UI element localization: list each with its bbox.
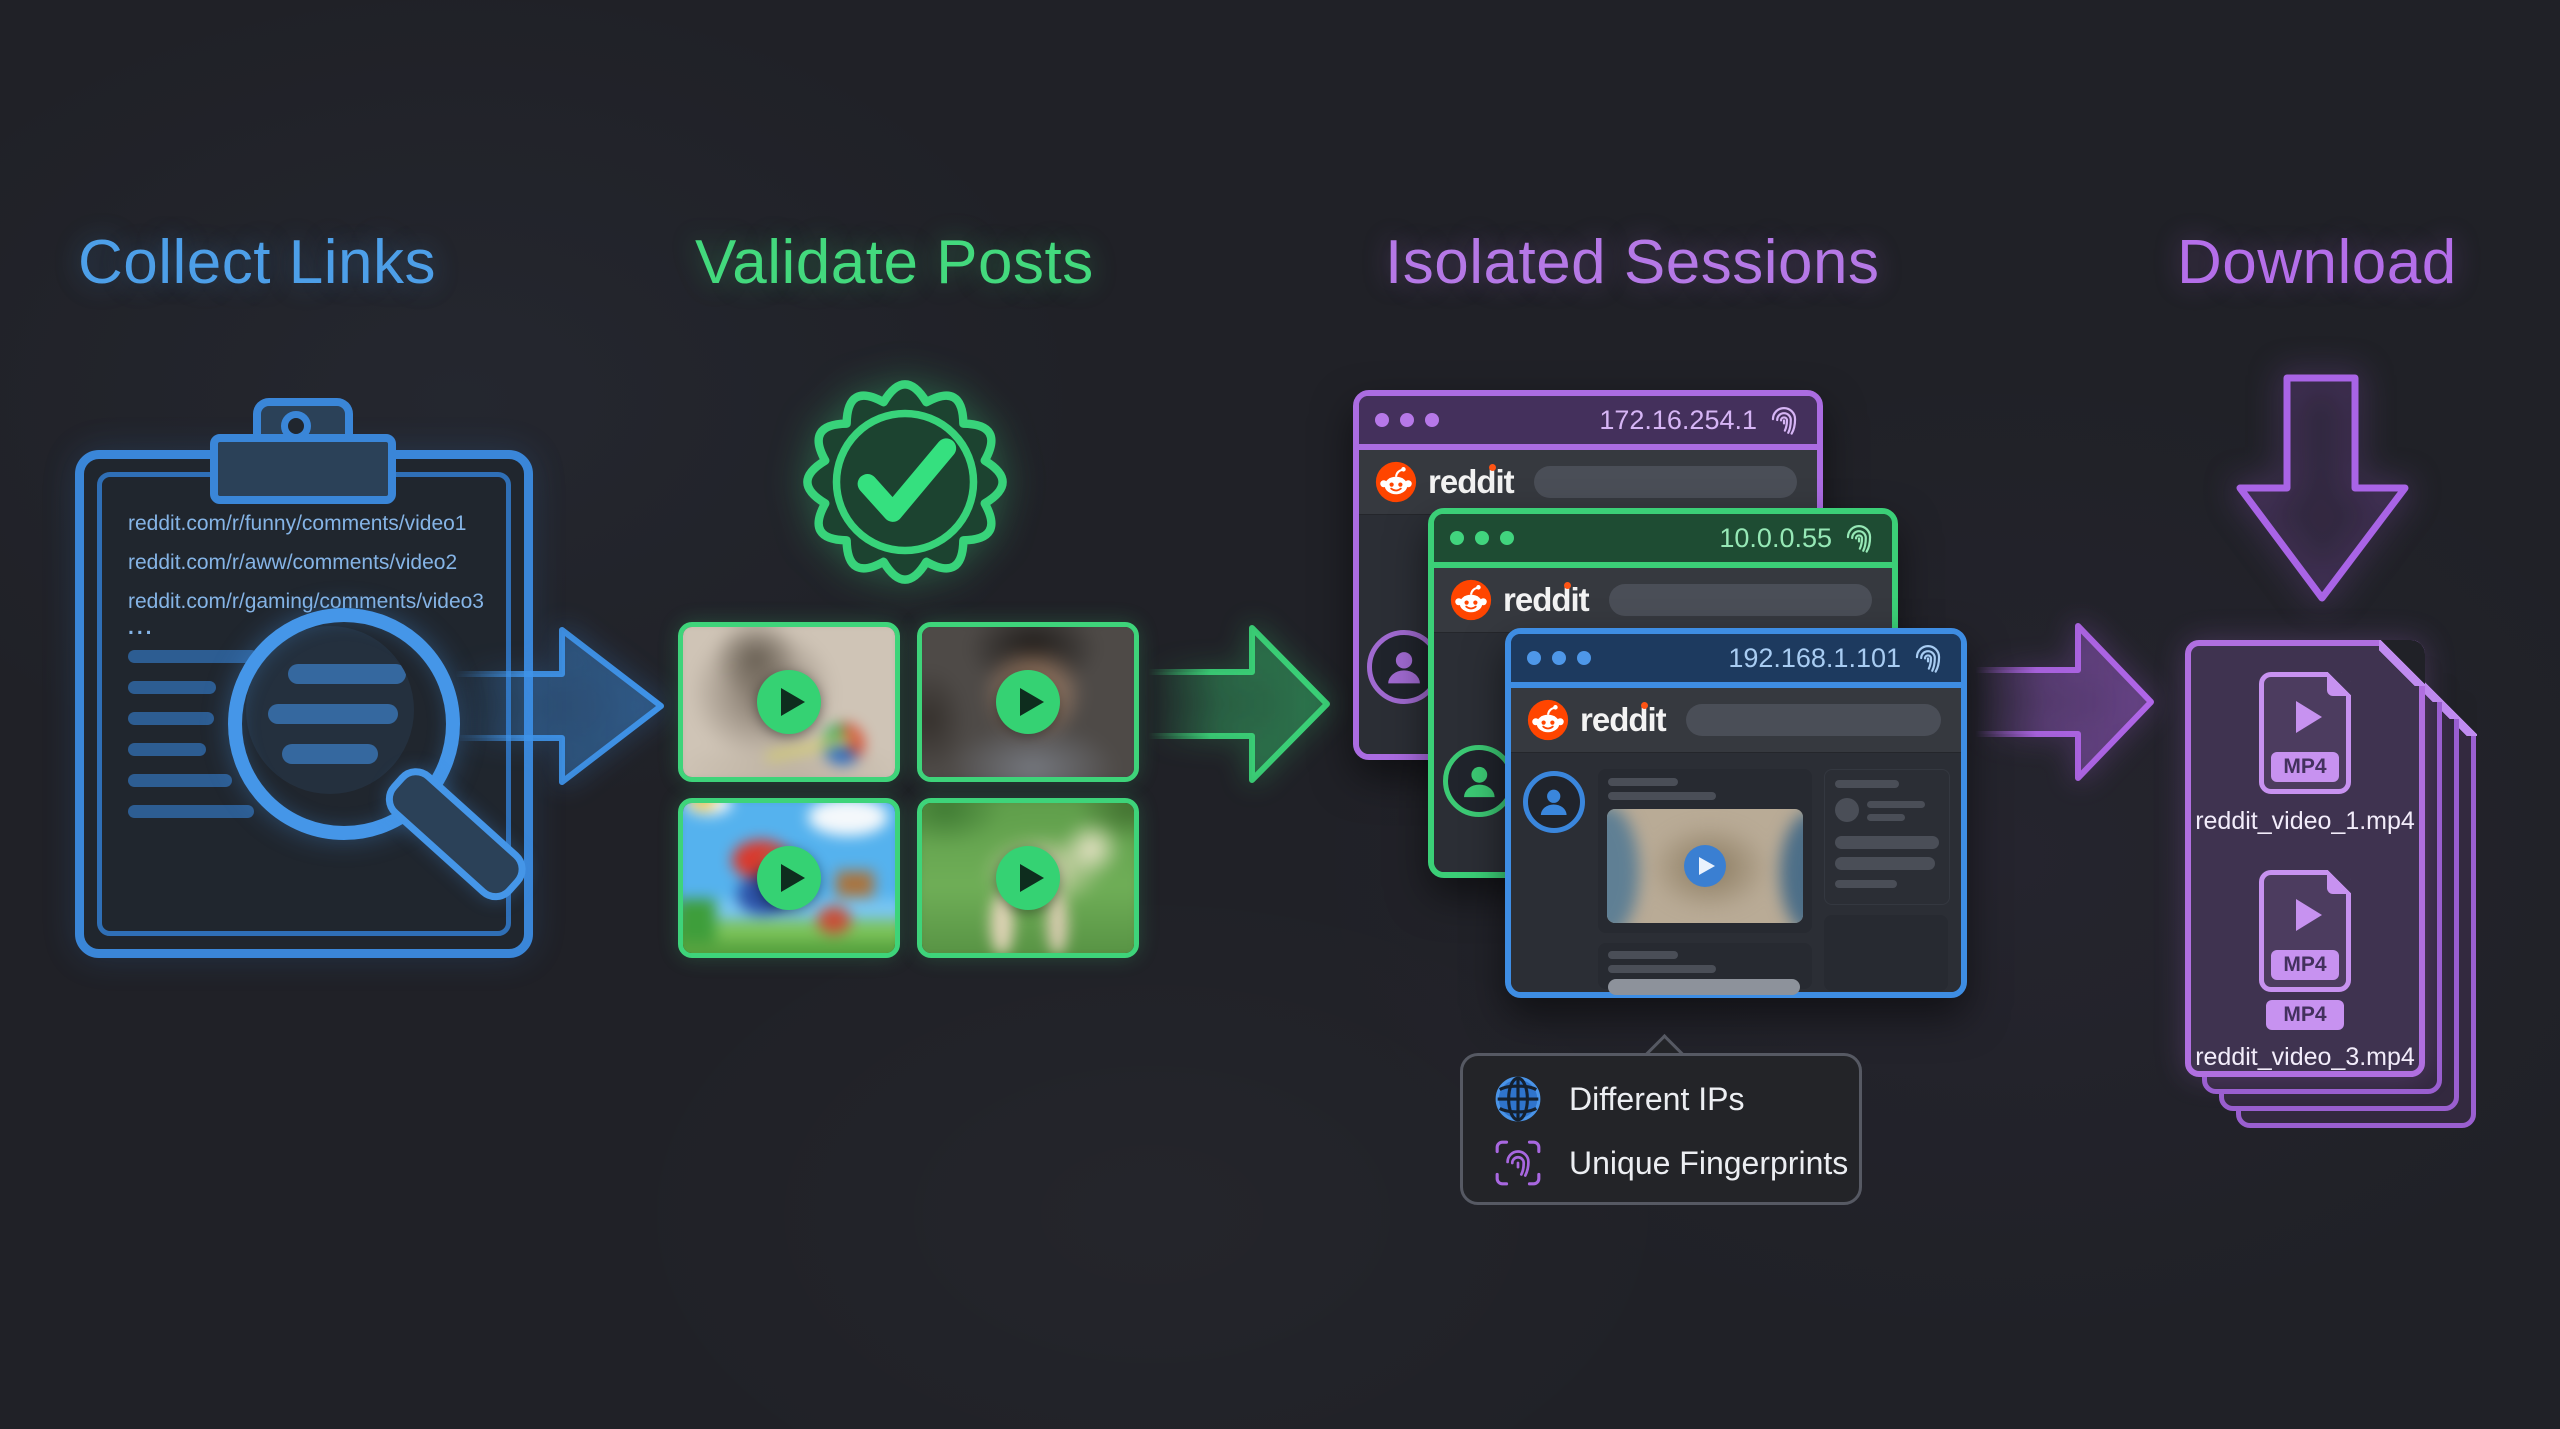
downloaded-files-card: MP4 reddit_video_1.mp4 MP4 MP4 reddit_vi… <box>2185 640 2425 1077</box>
mp4-file-icon: MP4 <box>2259 672 2351 794</box>
file-name: reddit_video_1.mp4 <box>2195 807 2415 835</box>
sidebar-card <box>1824 915 1948 991</box>
mp4-file-icon: MP4 <box>2259 870 2351 992</box>
avatar <box>1835 798 1859 822</box>
ip-address: 172.16.254.1 <box>1599 404 1757 435</box>
checkmark-badge-icon <box>803 380 1007 584</box>
reddit-header: reddit <box>1434 568 1892 633</box>
reddit-wordmark: reddit <box>1428 463 1515 500</box>
globe-icon <box>1495 1076 1541 1122</box>
play-icon <box>2296 701 2322 733</box>
video-thumbnail-mario-game <box>678 798 900 958</box>
reddit-logo <box>1450 579 1492 621</box>
arrow-sessions-to-download <box>1975 623 2154 781</box>
step-title-download: Download <box>2177 228 2457 297</box>
skeleton-line <box>128 681 216 694</box>
play-icon <box>996 670 1060 734</box>
step-title-validate-posts: Validate Posts <box>695 228 1094 297</box>
video-thumbnail-dog <box>917 798 1139 958</box>
reddit-header: reddit <box>1511 688 1961 753</box>
reddit-wordmark: reddit <box>1503 581 1590 618</box>
fingerprint-icon <box>1771 407 1797 435</box>
more-links-ellipsis: ... <box>128 616 155 639</box>
arrow-validate-to-sessions <box>1148 625 1330 783</box>
search-bar <box>1533 466 1797 498</box>
fingerprint-icon <box>1915 645 1941 673</box>
user-avatar <box>1523 771 1585 833</box>
callout-label: Unique Fingerprints <box>1569 1144 1849 1181</box>
reddit-link-2: reddit.com/r/aww/comments/video2 <box>128 551 458 574</box>
skeleton-line <box>128 774 232 787</box>
fingerprint-icon <box>1495 1140 1541 1186</box>
reddit-header: reddit <box>1359 450 1817 515</box>
step-title-isolated-sessions: Isolated Sessions <box>1385 228 1880 297</box>
titlebar: 172.16.254.1 <box>1359 396 1817 450</box>
reddit-logo <box>1375 461 1417 503</box>
ip-address: 192.168.1.101 <box>1728 642 1901 673</box>
reddit-wordmark: reddit <box>1580 701 1667 738</box>
video-thumbnail-laughing-man <box>917 622 1139 782</box>
mp4-badge: MP4 <box>2271 752 2339 782</box>
post-card <box>1598 769 1812 933</box>
skeleton-line <box>128 743 206 756</box>
skeleton-line <box>128 712 214 725</box>
download-arrow-icon <box>2236 374 2409 602</box>
skeleton-line <box>128 805 254 818</box>
sidebar-card <box>1824 769 1950 905</box>
browser-window-blue: 192.168.1.101 reddit <box>1505 628 1967 998</box>
video-player <box>1607 809 1803 923</box>
titlebar: 192.168.1.101 <box>1511 634 1961 688</box>
traffic-lights-icon <box>1527 651 1591 665</box>
mp4-badge: MP4 <box>2271 950 2339 980</box>
search-bar <box>1685 704 1941 736</box>
play-icon <box>1684 845 1726 887</box>
post-card <box>1598 943 1812 995</box>
traffic-lights-icon <box>1450 531 1514 545</box>
reddit-logo <box>1527 699 1569 741</box>
skeleton-line <box>128 650 258 663</box>
play-icon <box>757 670 821 734</box>
traffic-lights-icon <box>1375 413 1439 427</box>
mp4-badge: MP4 <box>2266 1000 2344 1030</box>
play-icon <box>996 846 1060 910</box>
clipboard-clip-hole <box>281 411 311 441</box>
play-icon <box>757 846 821 910</box>
callout-row-different-ips: Different IPs <box>1493 1072 1744 1126</box>
reddit-link-3: reddit.com/r/gaming/comments/video3 <box>128 590 484 613</box>
reddit-link-1: reddit.com/r/funny/comments/video1 <box>128 512 467 535</box>
clipboard-clip <box>210 434 396 504</box>
step-title-collect-links: Collect Links <box>78 228 436 297</box>
callout-row-unique-fingerprints: Unique Fingerprints <box>1493 1136 1848 1190</box>
reddit-page-content <box>1511 753 1961 995</box>
titlebar: 10.0.0.55 <box>1434 514 1892 568</box>
video-thumbnail-cat <box>678 622 900 782</box>
callout-label: Different IPs <box>1569 1080 1745 1117</box>
fingerprint-icon <box>1846 525 1872 553</box>
play-icon <box>2296 899 2322 931</box>
sessions-callout: Different IPs Unique Fingerprints <box>1460 1053 1862 1205</box>
ip-address: 10.0.0.55 <box>1719 522 1832 553</box>
search-bar <box>1608 584 1872 616</box>
file-name: reddit_video_3.mp4 <box>2195 1043 2415 1071</box>
